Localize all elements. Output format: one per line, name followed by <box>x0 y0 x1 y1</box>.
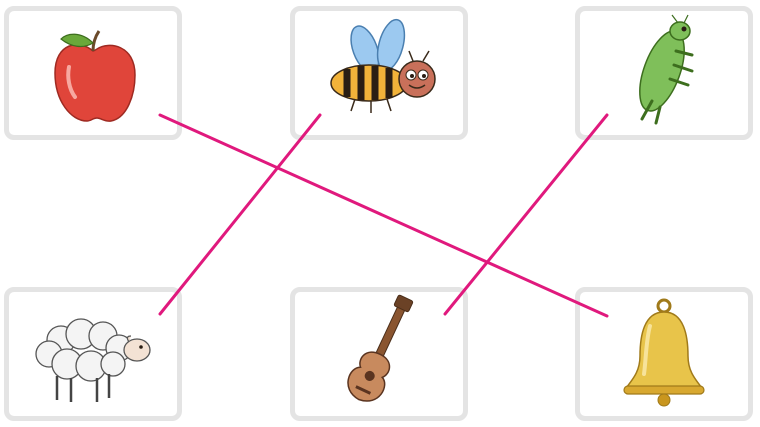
guitar-icon <box>347 294 414 402</box>
bell-icon <box>623 298 705 407</box>
card-sheep[interactable] <box>4 287 182 421</box>
card-guitar[interactable] <box>290 287 468 421</box>
line-grasshopper-guitar <box>443 113 609 316</box>
card-apple[interactable] <box>4 6 182 140</box>
bee-icon <box>330 18 436 113</box>
apple-icon <box>54 30 136 122</box>
card-bee[interactable] <box>290 6 468 140</box>
grasshopper-icon <box>639 14 694 125</box>
sheep-icon <box>35 318 151 402</box>
card-grasshopper[interactable] <box>575 6 753 140</box>
line-apple-bell <box>158 113 609 318</box>
line-bee-sheep <box>158 113 322 316</box>
card-bell[interactable] <box>575 287 753 421</box>
